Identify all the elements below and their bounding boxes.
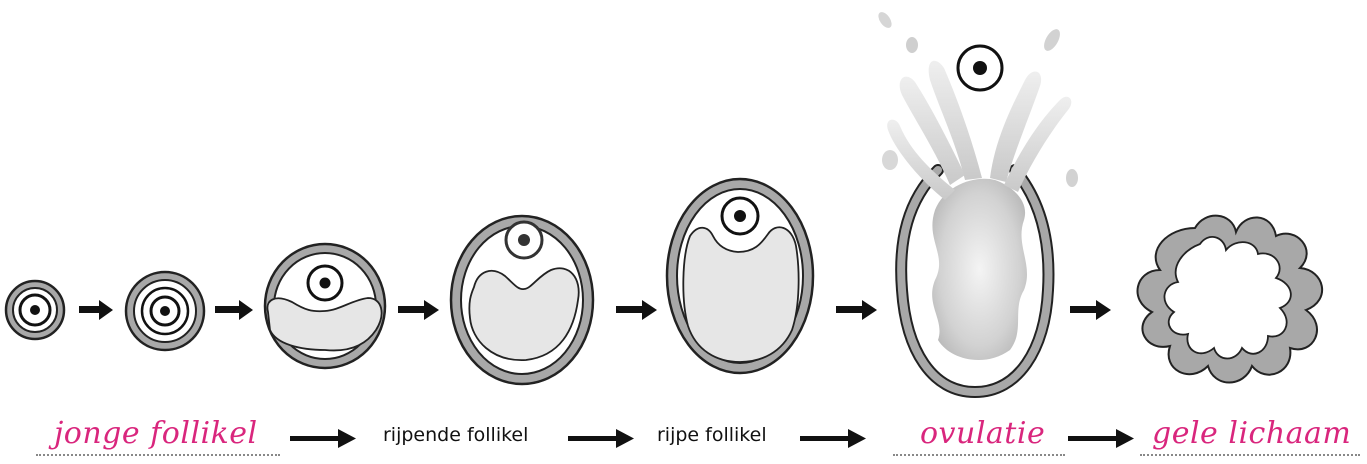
label-mature-follicle: rijpe follikel: [657, 424, 767, 446]
arrow-right-icon: [1068, 428, 1138, 450]
egg-nucleus: [518, 234, 530, 246]
label-underline: [893, 454, 1065, 456]
follicle-stage-5: [667, 179, 813, 373]
arrow-right-icon: [215, 300, 253, 320]
egg-nucleus: [734, 210, 746, 222]
follicular-fluid: [932, 179, 1027, 360]
follicle-stage-4: [451, 216, 593, 384]
arrow-right-icon: [290, 428, 360, 450]
label-young-follicle: jonge follikel: [54, 416, 258, 451]
egg-nucleus: [30, 305, 40, 315]
arrow-right-icon: [616, 300, 657, 320]
label-underline: [1140, 454, 1360, 456]
label-ovulation: ovulatie: [920, 416, 1045, 451]
arrow-right-icon: [398, 300, 439, 320]
label-underline: [36, 454, 280, 456]
corpus-luteum: [1138, 216, 1323, 383]
egg-nucleus: [160, 306, 170, 316]
arrow-right-icon: [568, 428, 638, 450]
follicle-stage-2: [126, 272, 204, 350]
follicle-stage-1: [6, 281, 64, 339]
egg-nucleus: [320, 278, 331, 289]
egg-nucleus: [973, 61, 987, 75]
follicle-stage-3: [265, 244, 385, 368]
arrow-right-icon: [79, 300, 113, 320]
label-corpus-luteum: gele lichaam: [1152, 416, 1351, 451]
label-maturing-follicle: rijpende follikel: [383, 424, 528, 446]
ovulation-stage: [876, 10, 1078, 392]
arrow-right-icon: [800, 428, 870, 450]
arrow-right-icon: [836, 300, 877, 320]
arrow-right-icon: [1070, 300, 1111, 320]
